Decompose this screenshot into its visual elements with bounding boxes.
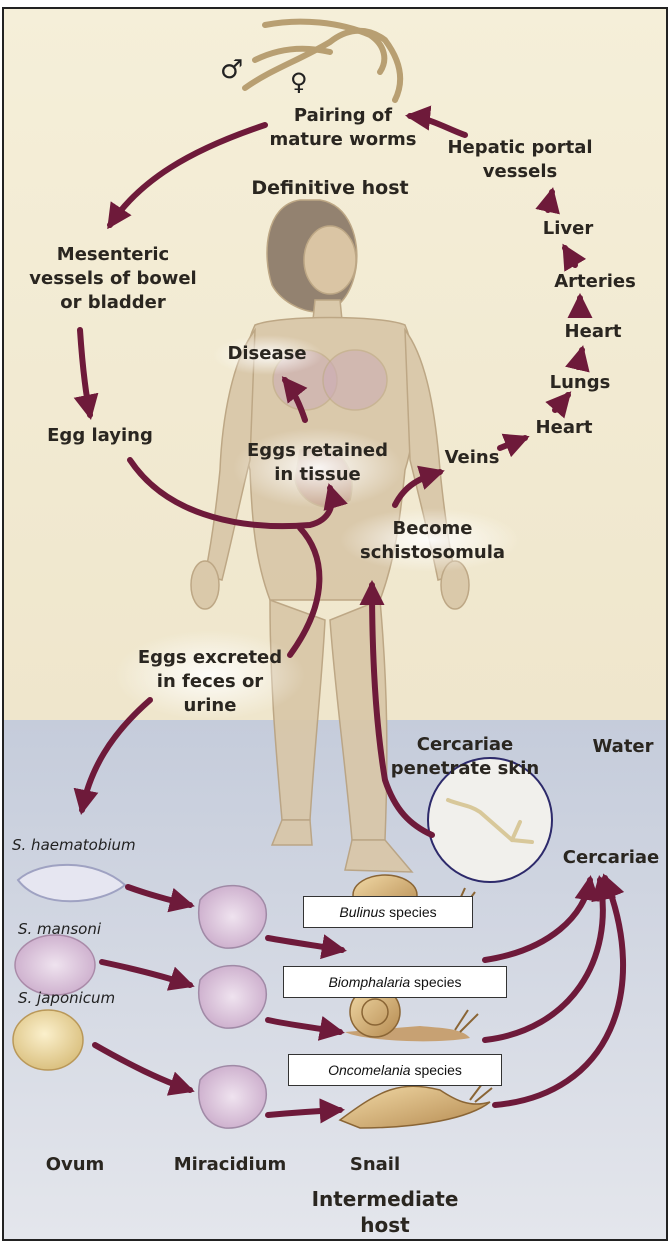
label-eggs-excreted-line1: Eggs excreted	[125, 646, 295, 670]
female-symbol-icon: ♀	[290, 68, 308, 96]
label-water: Water	[583, 735, 663, 759]
label-pairing-line2: mature worms	[258, 128, 428, 152]
label-pairing: Pairing of mature worms	[258, 104, 428, 152]
label-eggs-excreted-line3: urine	[125, 694, 295, 718]
label-definitive-host: Definitive host	[225, 176, 435, 200]
species-box-biomphalaria: Biomphalaria species	[283, 966, 507, 998]
label-arteries: Arteries	[540, 270, 650, 294]
species-box-oncomelania: Oncomelania species	[288, 1054, 502, 1086]
label-veins: Veins	[432, 446, 512, 470]
label-liver: Liver	[528, 217, 608, 241]
miracidium-illustrations	[199, 886, 267, 1129]
label-mesenteric: Mesenteric vessels of bowel or bladder	[18, 243, 208, 315]
male-symbol-icon: ♂	[220, 55, 243, 85]
label-s-mansoni: S. mansoni	[18, 917, 101, 941]
label-become: Become schistosomula	[360, 517, 505, 565]
label-hepatic: Hepatic portal vessels	[435, 136, 605, 184]
label-s-haematobium: S. haematobium	[12, 833, 136, 857]
label-ovum: Ovum	[30, 1153, 120, 1177]
label-eggs-excreted-line2: in feces or	[125, 670, 295, 694]
label-cercariae-penetrate-line2: penetrate skin	[385, 757, 545, 781]
label-eggs-retained: Eggs retained in tissue	[235, 439, 400, 487]
label-cercariae-penetrate-line1: Cercariae	[385, 733, 545, 757]
label-pairing-line1: Pairing of	[258, 104, 428, 128]
label-mesenteric-line2: vessels of bowel	[18, 267, 208, 291]
label-intermediate-host-line1: Intermediate	[285, 1186, 485, 1212]
label-cercariae-penetrate: Cercariae penetrate skin	[385, 733, 545, 781]
label-lungs: Lungs	[535, 371, 625, 395]
label-eggs-retained-line2: in tissue	[235, 463, 400, 487]
species-suffix: species	[411, 1062, 462, 1078]
label-become-line1: Become	[360, 517, 505, 541]
species-box-bulinus: Bulinus species	[303, 896, 473, 928]
species-suffix: species	[385, 904, 436, 920]
species-genus: Oncomelania	[328, 1062, 411, 1078]
label-eggs-retained-line1: Eggs retained	[235, 439, 400, 463]
label-mesenteric-line3: or bladder	[18, 291, 208, 315]
label-cercariae: Cercariae	[555, 846, 667, 870]
label-heart-lower: Heart	[524, 416, 604, 440]
label-s-japonicum: S. japonicum	[18, 986, 115, 1010]
species-genus: Biomphalaria	[328, 974, 410, 990]
label-heart-upper: Heart	[553, 320, 633, 344]
label-intermediate-host-line2: host	[285, 1212, 485, 1238]
label-hepatic-line2: vessels	[435, 160, 605, 184]
label-egg-laying: Egg laying	[35, 424, 165, 448]
species-genus: Bulinus	[339, 904, 385, 920]
label-hepatic-line1: Hepatic portal	[435, 136, 605, 160]
label-become-line2: schistosomula	[360, 541, 505, 565]
species-suffix: species	[410, 974, 461, 990]
label-miracidium: Miracidium	[160, 1153, 300, 1177]
label-eggs-excreted: Eggs excreted in feces or urine	[125, 646, 295, 718]
label-mesenteric-line1: Mesenteric	[18, 243, 208, 267]
label-disease: Disease	[212, 342, 322, 366]
label-snail: Snail	[335, 1153, 415, 1177]
label-intermediate-host: Intermediate host	[285, 1186, 485, 1238]
